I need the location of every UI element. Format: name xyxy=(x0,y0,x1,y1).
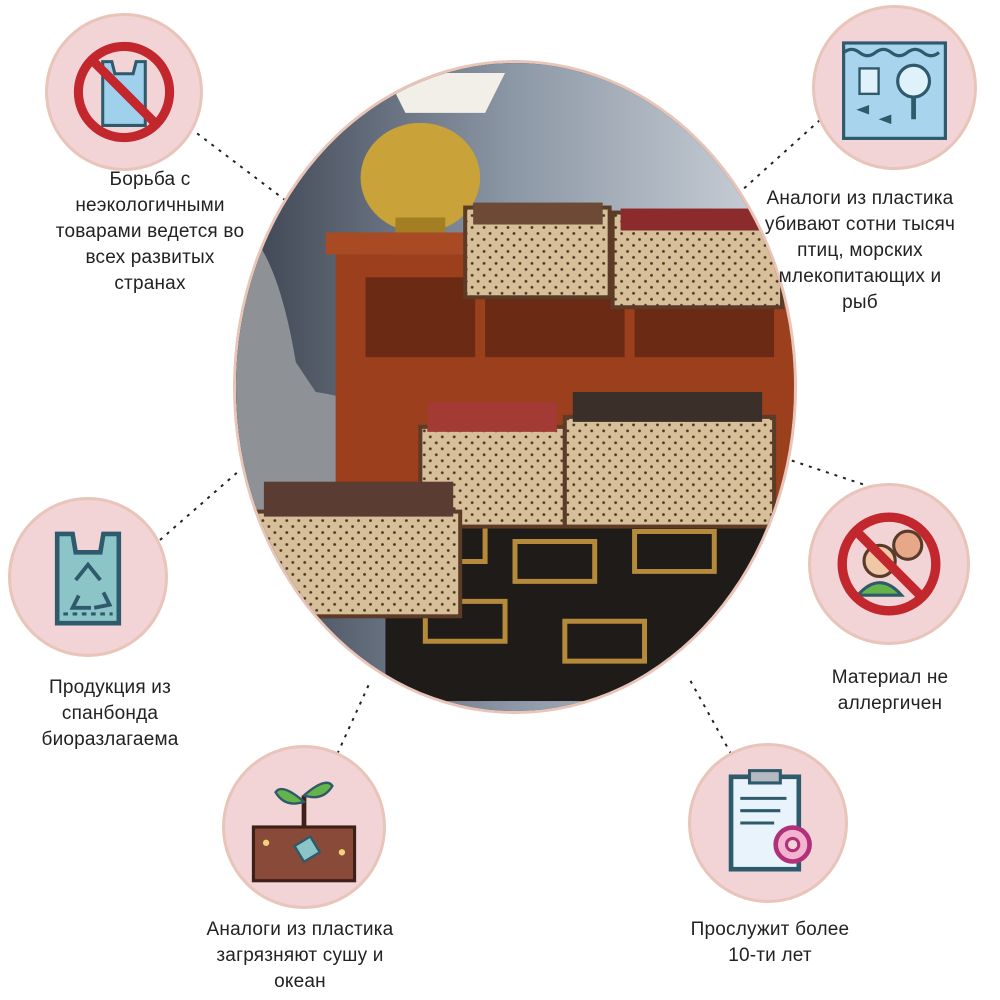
no-plastic-bag-icon xyxy=(73,41,175,143)
no-allergy-icon xyxy=(837,512,941,616)
product-photo xyxy=(233,60,797,714)
caption-soil-pollution: Аналоги из пластика загрязняют сушу и ок… xyxy=(206,919,394,992)
recycle-bag-icon xyxy=(54,531,122,626)
ocean-pollution-icon xyxy=(842,41,947,140)
caption-durability: Прослужит более 10-ти лет xyxy=(690,919,850,966)
caption-biodegradable: Продукция из спанбонда биоразлагаема xyxy=(41,677,179,750)
caption-hypoallergenic: Материал не аллергичен xyxy=(831,667,949,714)
caption-eco-ban: Борьба с неэкологичными товарами ведется… xyxy=(55,169,245,294)
badge-eco-ban xyxy=(45,13,203,171)
badge-soil-pollution xyxy=(222,745,386,909)
badge-hypoallergenic xyxy=(808,483,970,645)
badge-ocean-harm xyxy=(812,5,977,170)
badge-durability xyxy=(688,743,848,903)
connector-ocean-harm xyxy=(739,119,821,193)
soil-sprout-icon xyxy=(251,781,357,883)
badge-biodegradable xyxy=(8,497,168,657)
clipboard-gear-icon xyxy=(728,769,812,872)
caption-ocean-harm: Аналоги из пластика убивают сотни тысяч … xyxy=(764,188,956,313)
connector-biodegradable xyxy=(159,469,241,541)
